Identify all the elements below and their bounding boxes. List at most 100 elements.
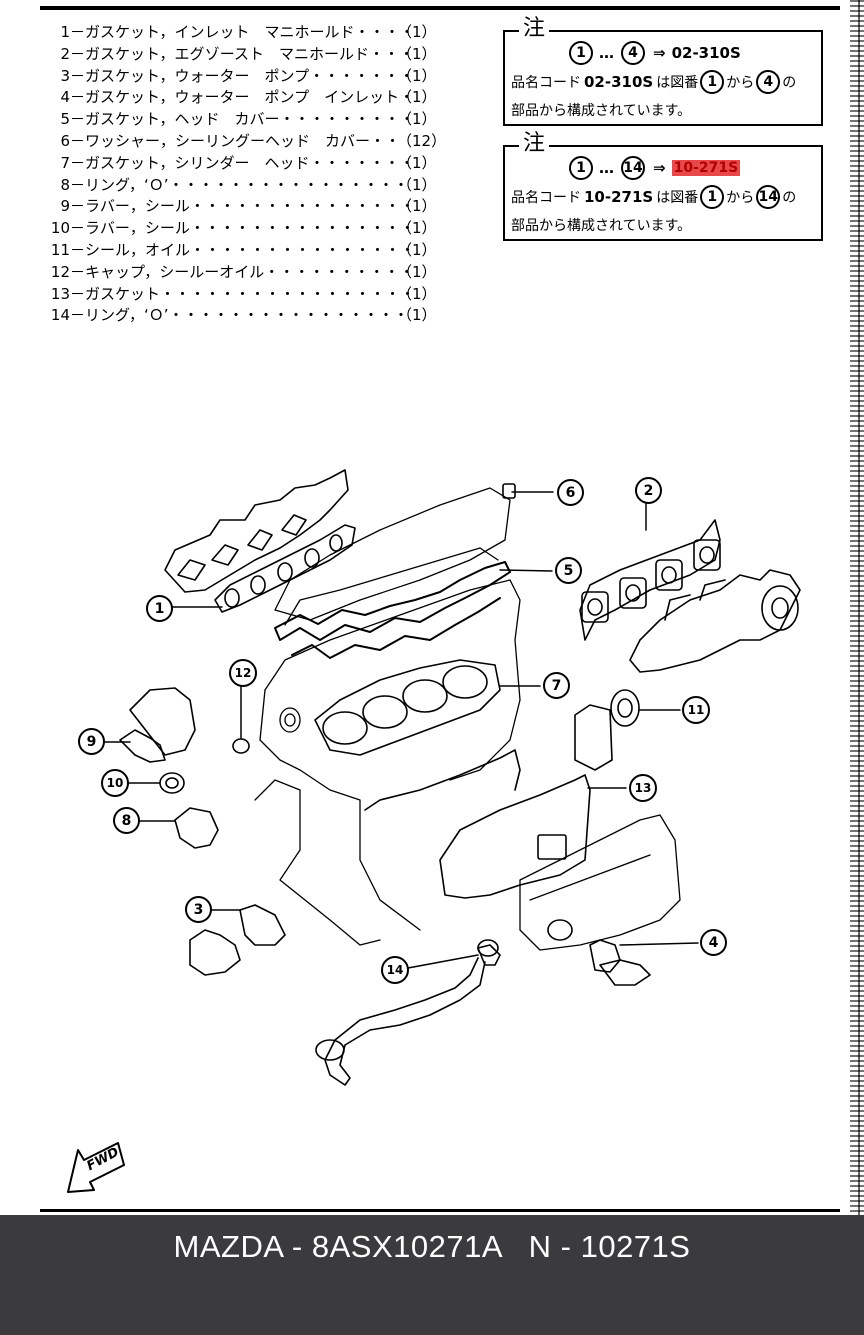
scan-edge (850, 0, 864, 1215)
part-row: 9－ラバー，シール・・・・・・・・・・・・・・・（1） (40, 196, 440, 218)
part-number: 7 (60, 153, 70, 172)
kit-code: 02-310S (671, 44, 741, 62)
callout-8: 8 (113, 807, 140, 834)
part-number: 6 (60, 131, 70, 150)
note-text: 品名コード (511, 75, 581, 91)
part-number: 2 (60, 44, 70, 63)
note-text: 品名コード (511, 190, 581, 206)
arrow-icon: ⇒ (653, 159, 666, 177)
bottom-rule (40, 1209, 840, 1212)
part-row: 2－ガスケット，エグゾースト マニホールド・・・（1） (40, 44, 440, 66)
callout-circle: 1 (569, 156, 593, 180)
top-rule (40, 6, 840, 10)
part-quantity: （1） (397, 240, 437, 259)
part-quantity: （1） (397, 262, 437, 281)
note-ellipsis: … (599, 159, 615, 177)
part-row: 14－リング，‘Ｏ’・・・・・・・・・・・・・・・・（1） (40, 305, 440, 327)
note-range-line: 1 … 4 ⇒ 02-310S (567, 41, 741, 65)
oil-seal-part (574, 689, 640, 771)
kit-code-highlighted: 10-271S (671, 160, 741, 176)
part-name: －ガスケット，エグゾースト マニホールド・・・ (70, 44, 414, 63)
part-number: 8 (60, 175, 70, 194)
part-quantity: （1） (397, 197, 437, 216)
engine-block-drawing (254, 487, 681, 951)
part-row: 8－リング，‘Ｏ’・・・・・・・・・・・・・・・・（1） (40, 175, 440, 197)
part-row: 13－ガスケット・・・・・・・・・・・・・・・・・（1） (40, 284, 440, 306)
callout-circle: 14 (756, 185, 781, 209)
part-number: 10 (50, 219, 70, 238)
side-cover-gasket (364, 749, 591, 899)
cylinder-head-gasket (314, 659, 501, 756)
note-box-02-310s: 注 1 … 4 ⇒ 02-310S 品名コード 02-310S は図番 1 から… (503, 17, 823, 126)
part-row: 4－ガスケット，ウォーター ポンプ インレット・（1） (40, 87, 440, 109)
arrow-icon: ⇒ (653, 44, 666, 62)
note-text: は図番 (656, 75, 699, 91)
part-quantity: （1） (397, 66, 437, 85)
part-name: －ガスケット，ウォーター ポンプ インレット・ (70, 88, 415, 107)
part-row: 5－ガスケット，ヘッド カバー・・・・・・・・・（1） (40, 109, 440, 131)
callout-circle: 14 (621, 156, 645, 180)
part-name: －リング，‘Ｏ’・・・・・・・・・・・・・・・・ (70, 306, 409, 325)
parts-list: 1－ガスケット，インレット マニホールド・・・・ （1） 2－ガスケット，エグゾー… (40, 22, 446, 327)
callout-13: 13 (629, 774, 657, 802)
callout-circle: 1 (700, 70, 725, 94)
intake-manifold-gasket (214, 524, 356, 613)
part-number: 3 (60, 66, 70, 85)
part-number: 11 (50, 240, 70, 259)
note-ellipsis: … (599, 44, 615, 62)
callout-5: 5 (555, 557, 582, 584)
water-pump-parts (189, 904, 651, 986)
part-row: 10－ラバー，シール・・・・・・・・・・・・・・・（1） (40, 218, 440, 240)
part-number: 14 (50, 306, 70, 325)
part-quantity: （1） (397, 110, 437, 129)
note-label: 注 (519, 17, 550, 41)
part-name: －リング，‘Ｏ’・・・・・・・・・・・・・・・・ (70, 175, 409, 194)
intake-manifold-drawing (164, 469, 349, 593)
note-box-10-271s: 注 1 … 14 ⇒ 10-271S 品名コード 10-271S は図番 1 か… (503, 132, 823, 241)
part-number: 13 (50, 284, 70, 303)
callout-7: 7 (543, 672, 570, 699)
part-row: 6－ワッシャー，シーリングーヘッド カバー・・（12） (40, 131, 446, 153)
part-quantity: （1） (397, 88, 437, 107)
note-text: から (726, 190, 755, 206)
callout-circle: 4 (621, 41, 645, 65)
note-text: から (726, 75, 755, 91)
fwd-arrow-icon (67, 1142, 125, 1193)
kit-code: 10-271S (584, 188, 654, 206)
part-number: 1 (60, 23, 70, 41)
part-name: －キャップ，シールーオイル・・・・・・・・・・ (70, 262, 415, 281)
callout-9: 9 (78, 728, 105, 755)
head-cover-gasket (274, 561, 511, 659)
note-text: 部品から構成されています。 (511, 218, 692, 234)
callout-4: 4 (700, 929, 727, 956)
exploded-engine-diagram (67, 469, 801, 1193)
callout-12: 12 (229, 659, 257, 687)
part-quantity: （1） (397, 306, 437, 325)
part-row: 7－ガスケット，シリンダー ヘッド・・・・・・・（1） (40, 153, 440, 175)
callout-circle: 4 (756, 70, 781, 94)
part-quantity: （1） (397, 175, 437, 194)
note-description-line: 品名コード 10-271S は図番 1 から 14 の (511, 185, 796, 209)
part-number: 5 (60, 110, 70, 129)
part-quantity: （1） (397, 44, 437, 63)
part-name: －ガスケット，シリンダー ヘッド・・・・・・・ (70, 153, 415, 172)
part-row: 12－キャップ，シールーオイル・・・・・・・・・・（1） (40, 262, 440, 284)
footer-banner: MAZDA - 8ASX10271A N - 10271S (0, 1215, 864, 1335)
part-name: －ガスケット，インレット マニホールド・・・・ (70, 23, 415, 41)
part-name: －ワッシャー，シーリングーヘッド カバー・・ (70, 131, 401, 150)
callout-1: 1 (146, 595, 173, 622)
head-cover-washer (502, 483, 516, 499)
note-text: の (782, 75, 797, 91)
scan-edge-line (858, 0, 860, 1215)
note-text: 部品から構成されています。 (511, 103, 692, 119)
exhaust-manifold-gasket (579, 519, 721, 641)
kit-code: 02-310S (584, 73, 654, 91)
note-label: 注 (519, 132, 550, 156)
callout-3: 3 (185, 896, 212, 923)
part-row: 3－ガスケット，ウォーター ポンプ・・・・・・・（1） (40, 66, 440, 88)
part-quantity: （1） (397, 219, 437, 238)
callout-14: 14 (381, 956, 409, 984)
callout-6: 6 (557, 479, 584, 506)
part-name: －ガスケット，ヘッド カバー・・・・・・・・・ (70, 110, 415, 129)
part-quantity: （1） (397, 153, 437, 172)
